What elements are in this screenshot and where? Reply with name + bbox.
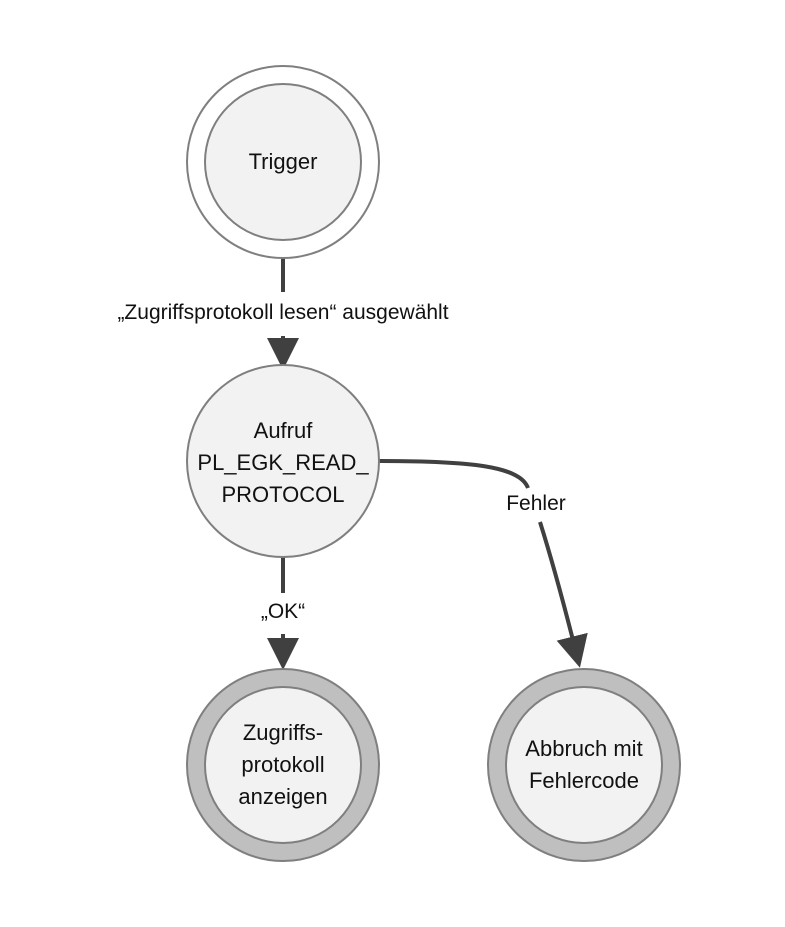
node-abbruch: Abbruch mit Fehlercode <box>487 668 681 862</box>
edge-auswahl-label: „Zugriffsprotokoll lesen“ ausgewählt <box>117 301 448 324</box>
node-anzeigen-line-2: protokoll <box>241 752 324 777</box>
node-abbruch-inner-circle <box>505 686 663 844</box>
node-aufruf-circle <box>186 364 380 558</box>
node-trigger: Trigger <box>186 65 380 259</box>
node-anzeigen: Zugriffs- protokoll anzeigen <box>186 668 380 862</box>
node-aufruf-line-3: PROTOCOL <box>221 482 344 507</box>
node-anzeigen-inner-circle <box>204 686 362 844</box>
edge-fehler-label: Fehler <box>506 492 566 515</box>
node-aufruf: Aufruf PL_EGK_READ_ PROTOCOL <box>186 364 380 558</box>
edge-ok-label: „OK“ <box>261 600 305 623</box>
edge-fehler-arrow <box>538 521 588 668</box>
node-anzeigen-line-1: Zugriffs- <box>243 720 323 745</box>
node-abbruch-line-1: Abbruch mit <box>525 736 642 761</box>
node-trigger-label: Trigger <box>249 149 318 174</box>
edge-fehler-line <box>377 459 530 489</box>
node-abbruch-line-2: Fehlercode <box>529 768 639 793</box>
node-aufruf-line-1: Aufruf <box>254 418 314 443</box>
node-anzeigen-line-3: anzeigen <box>238 784 327 809</box>
node-trigger-inner-circle <box>204 83 362 241</box>
node-aufruf-line-2: PL_EGK_READ_ <box>197 450 369 475</box>
